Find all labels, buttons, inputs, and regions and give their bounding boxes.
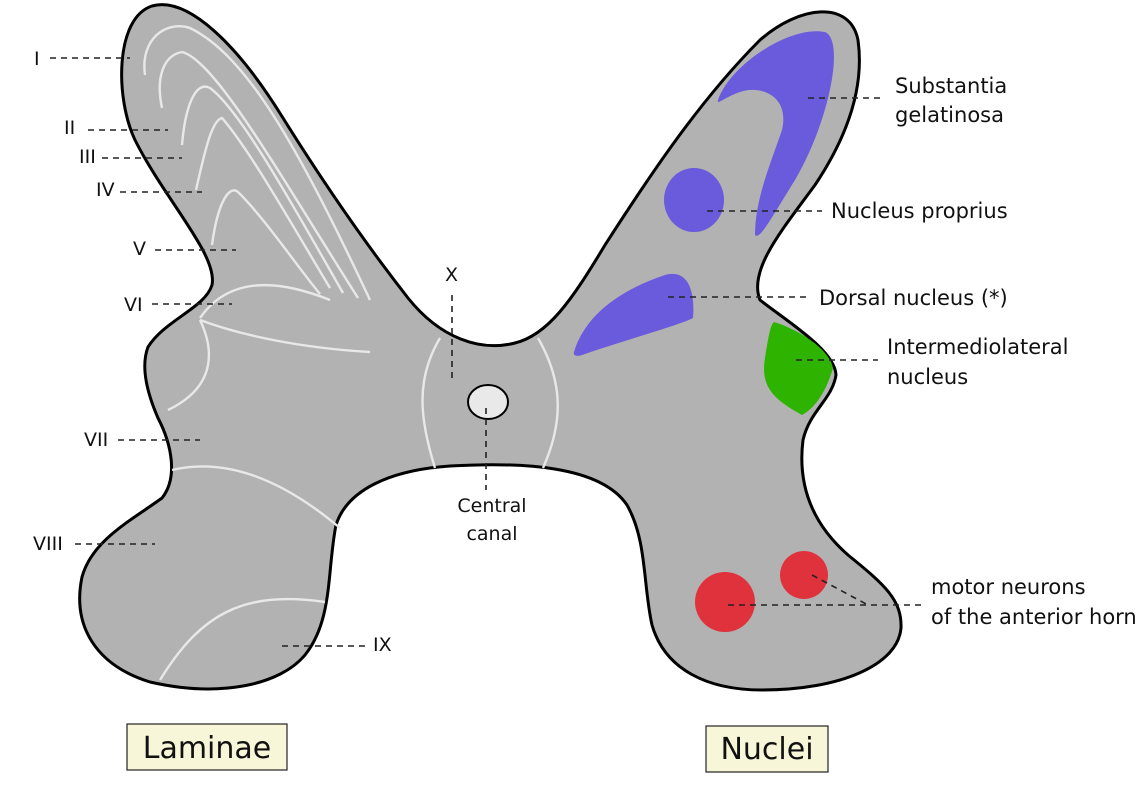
motor-neurons-label-line2: of the anterior horn bbox=[931, 605, 1136, 629]
nucleus-proprius bbox=[664, 168, 724, 232]
lamina-label-viii: VIII bbox=[33, 533, 63, 555]
central-canal-label-line2: canal bbox=[466, 523, 517, 545]
nucleus-proprius-label: Nucleus proprius bbox=[831, 199, 1008, 223]
laminae-title-box bbox=[126, 723, 288, 771]
substantia-gelatinosa-label-line1: Substantia bbox=[895, 74, 1007, 98]
intermediolateral-label-line1: Intermediolateral bbox=[887, 335, 1069, 359]
motor-neurons-label-line1: motor neurons bbox=[931, 575, 1086, 599]
nuclei-title: Nuclei bbox=[720, 732, 813, 767]
lamina-label-i: I bbox=[34, 48, 40, 70]
lamina-label-x: X bbox=[445, 264, 458, 286]
dorsal-nucleus-label: Dorsal nucleus (*) bbox=[819, 286, 1008, 310]
lamina-boundaries bbox=[143, 25, 559, 681]
intermediolateral-label-line2: nucleus bbox=[887, 365, 968, 389]
motor-neuron-large bbox=[695, 572, 755, 632]
substantia-gelatinosa-label-line2: gelatinosa bbox=[895, 103, 1004, 127]
lamina-label-vi: VI bbox=[124, 294, 143, 316]
lamina-label-vii: VII bbox=[84, 429, 108, 451]
lamina-label-v: V bbox=[133, 238, 146, 260]
substantia-gelatinosa bbox=[717, 31, 834, 236]
intermediolateral-nucleus bbox=[764, 322, 833, 415]
motor-neuron-small bbox=[780, 551, 828, 599]
central-canal-label-line1: Central bbox=[457, 495, 526, 517]
central-canal bbox=[467, 384, 509, 420]
lamina-label-ix: IX bbox=[373, 634, 392, 656]
laminae-title: Laminae bbox=[143, 731, 272, 766]
lamina-label-iii: III bbox=[79, 146, 96, 168]
nucleus-leaders bbox=[668, 97, 922, 606]
nuclei-title-box bbox=[705, 725, 829, 773]
lamina-label-iv: IV bbox=[96, 179, 115, 201]
lamina-leaders bbox=[50, 57, 487, 647]
lamina-label-ii: II bbox=[64, 117, 75, 139]
dorsal-nucleus bbox=[573, 273, 694, 356]
